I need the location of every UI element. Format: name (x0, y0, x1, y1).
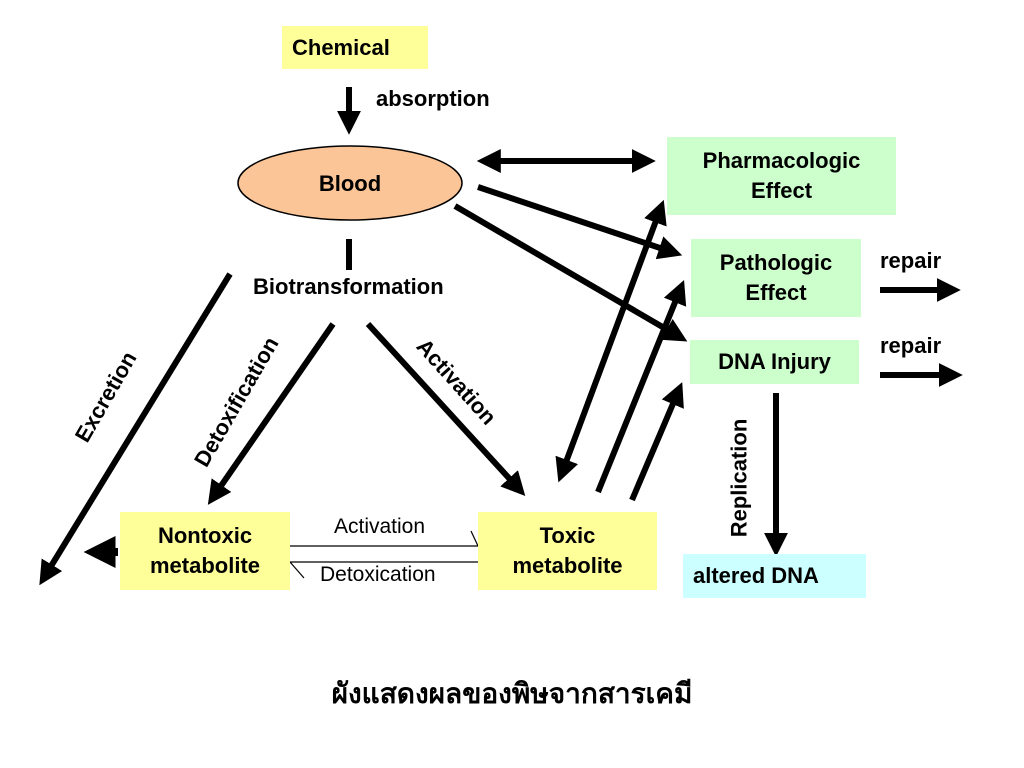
nontoxic-metabolite-label: Nontoxic metabolite (149, 523, 261, 578)
arrow-toxic-pharmacologic (555, 199, 667, 483)
detoxication-equilibrium-label: Detoxication (320, 563, 436, 586)
chemical-box: Chemical (282, 26, 428, 69)
dna-injury-label: DNA Injury (718, 349, 831, 374)
toxic-metabolite-label: Toxic metabolite (512, 523, 623, 578)
altered-dna-label: altered DNA (693, 563, 819, 588)
arrow-excretion (39, 272, 233, 586)
toxic-metabolite-box: Toxic metabolite (478, 512, 657, 590)
replication-label: Replication (726, 418, 752, 538)
biotransformation-label: Biotransformation (253, 274, 444, 299)
activation-equilibrium-label: Activation (334, 515, 426, 538)
nontoxic-metabolite-box: Nontoxic metabolite (120, 512, 290, 590)
diagram-caption: ผังแสดงผลของพิษจากสารเคมี (331, 677, 693, 710)
arrow-blood-pathologic (477, 184, 683, 260)
blood-ellipse (237, 145, 463, 221)
chemical-label: Chemical (292, 34, 390, 60)
equilibrium-detoxication-line (288, 561, 478, 579)
arrow-toxic-pathologic (595, 279, 687, 494)
absorption-label: absorption (376, 86, 490, 111)
arrow-detoxification (207, 322, 336, 505)
arrow-blood-dna-injury (453, 203, 688, 342)
blood-label: Blood (319, 171, 381, 196)
pathologic-effect-label: Pathologic Effect (719, 250, 833, 305)
pharmacologic-effect-box: Pharmacologic Effect (667, 137, 896, 215)
arrow-activation (365, 321, 526, 496)
blood-node: Blood (237, 145, 463, 221)
repair-label-pathologic: repair (880, 248, 942, 273)
pathologic-effect-box: Pathologic Effect (691, 239, 861, 317)
altered-dna-box: altered DNA (683, 554, 866, 598)
repair-label-dna: repair (880, 333, 942, 358)
arrow-toxic-dna-injury (629, 382, 684, 502)
pharmacologic-effect-label: Pharmacologic Effect (702, 148, 861, 203)
dna-injury-box: DNA Injury (690, 340, 859, 384)
